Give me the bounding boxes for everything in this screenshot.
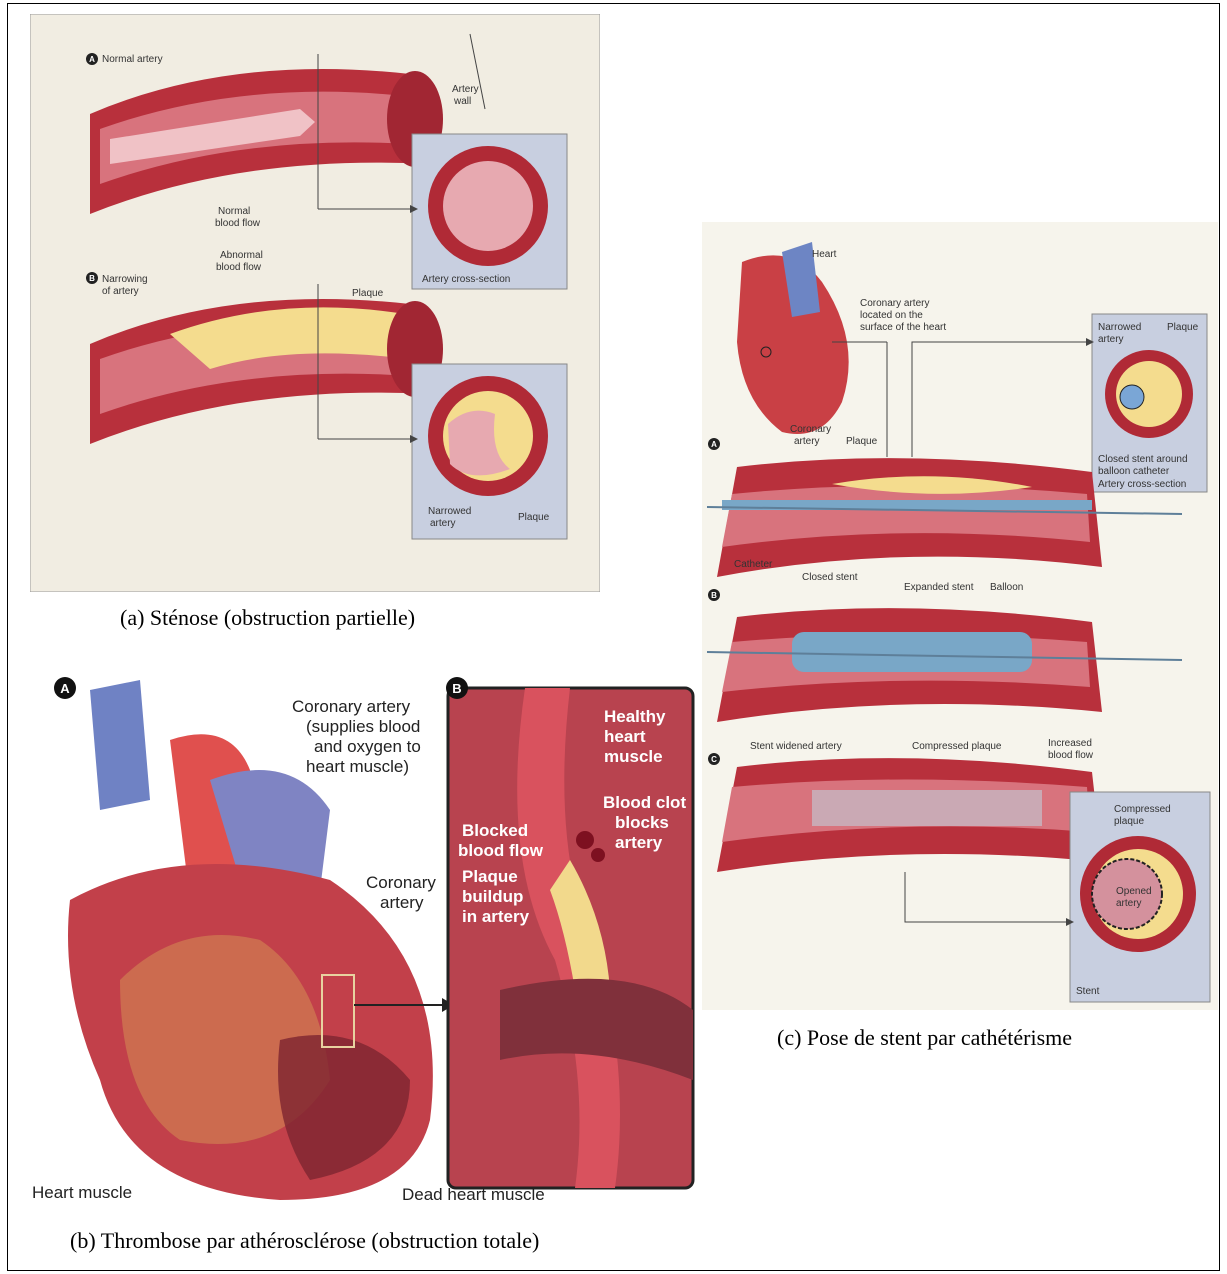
healthy-muscle-label-3: muscle: [604, 747, 663, 766]
abnormal-flow-label-2: blood flow: [216, 262, 262, 273]
panel-b-thrombosis: A B Coronary artery (supplies blood and …: [30, 660, 702, 1214]
heart-label: Heart: [812, 249, 837, 260]
label-a: A: [60, 681, 70, 696]
narrowing-label-2: of artery: [102, 286, 139, 297]
narrowing-label-1: Narrowing: [102, 274, 148, 285]
coronary-short-label-2: artery: [380, 893, 424, 912]
panel-a-stenosis: A Normal artery Artery wall Normal blood…: [30, 14, 600, 592]
cross-section-label: Artery cross-section: [422, 274, 510, 285]
closed-stent-inset-label-1: Closed stent around: [1098, 454, 1188, 465]
plaque-label: Plaque: [1167, 322, 1199, 333]
narrowed-artery-label-2: artery: [1098, 334, 1124, 345]
coronary-artery-label-1: Coronary: [790, 424, 831, 435]
panel-c-stent: Heart Coronary artery located on the sur…: [702, 222, 1218, 1010]
coronary-location-label-1: Coronary artery: [860, 298, 929, 309]
coronary-artery-label-1: Coronary artery: [292, 697, 411, 716]
caption-b: (b) Thrombose par athérosclérose (obstru…: [70, 1228, 539, 1254]
opened-artery-label-1: Opened: [1116, 886, 1152, 897]
artery-wall-label-2: wall: [453, 96, 471, 107]
opened-artery-label-2: artery: [1116, 898, 1142, 909]
increased-flow-label-1: Increased: [1048, 738, 1092, 749]
blocked-flow-label-2: blood flow: [458, 841, 544, 860]
normal-flow-label-1: Normal: [218, 206, 250, 217]
label-c: C: [711, 755, 717, 764]
normal-flow-label-2: blood flow: [215, 218, 261, 229]
normal-artery-label: Normal artery: [102, 54, 163, 65]
plaque-label-b: Plaque: [846, 436, 878, 447]
coronary-location-label-3: surface of the heart: [860, 322, 946, 333]
blocked-flow-label-1: Blocked: [462, 821, 528, 840]
blood-clot-label-3: artery: [615, 833, 663, 852]
healthy-muscle-label-1: Healthy: [604, 707, 666, 726]
label-b: B: [452, 681, 461, 696]
abnormal-flow-label-1: Abnormal: [220, 250, 263, 261]
plaque-buildup-label-3: in artery: [462, 907, 530, 926]
dead-muscle-label: Dead heart muscle: [402, 1185, 545, 1204]
compressed-plaque-inset-label-2: plaque: [1114, 816, 1144, 827]
stent-label: Stent: [1076, 986, 1100, 997]
closed-stent-inset-label-2: balloon catheter: [1098, 466, 1170, 477]
expanded-stent-label: Expanded stent: [904, 582, 974, 593]
panel-b-illustration: A B Coronary artery (supplies blood and …: [30, 660, 702, 1214]
blood-clot-label-2: blocks: [615, 813, 669, 832]
narrowed-artery-label-1: Narrowed: [1098, 322, 1141, 333]
plaque-label-2: Plaque: [518, 512, 550, 523]
compressed-plaque-label: Compressed plaque: [912, 741, 1002, 752]
plaque-buildup-label-1: Plaque: [462, 867, 518, 886]
label-b: B: [711, 591, 717, 600]
cross-section-label: Artery cross-section: [1098, 479, 1186, 490]
blood-clot-label-1: Blood clot: [603, 793, 686, 812]
balloon-label: Balloon: [990, 582, 1023, 593]
stent-widened-label: Stent widened artery: [750, 741, 842, 752]
coronary-artery-label-3: and oxygen to: [314, 737, 421, 756]
label-a: A: [89, 55, 95, 64]
coronary-artery-label-2: artery: [794, 436, 820, 447]
panel-a-illustration: A Normal artery Artery wall Normal blood…: [30, 14, 600, 592]
closed-stent-label: Closed stent: [802, 572, 858, 583]
coronary-short-label-1: Coronary: [366, 873, 436, 892]
coronary-artery-label-4: heart muscle): [306, 757, 409, 776]
caption-c: (c) Pose de stent par cathétérisme: [777, 1025, 1072, 1051]
caption-a: (a) Sténose (obstruction partielle): [120, 605, 415, 631]
increased-flow-label-2: blood flow: [1048, 750, 1094, 761]
coronary-location-label-2: located on the: [860, 310, 923, 321]
artery-wall-label-1: Artery: [452, 84, 479, 95]
coronary-artery-label-2: (supplies blood: [306, 717, 420, 736]
compressed-plaque-inset-label-1: Compressed: [1114, 804, 1171, 815]
plaque-buildup-label-2: buildup: [462, 887, 523, 906]
heart-muscle-label: Heart muscle: [32, 1183, 132, 1202]
narrowed-artery-label-1: Narrowed: [428, 506, 471, 517]
label-b: B: [89, 274, 95, 283]
narrowed-artery-label-2: artery: [430, 518, 456, 529]
panel-c-illustration: Heart Coronary artery located on the sur…: [702, 222, 1218, 1010]
catheter-label: Catheter: [734, 559, 773, 570]
label-a: A: [711, 440, 717, 449]
plaque-label: Plaque: [352, 288, 384, 299]
healthy-muscle-label-2: heart: [604, 727, 646, 746]
